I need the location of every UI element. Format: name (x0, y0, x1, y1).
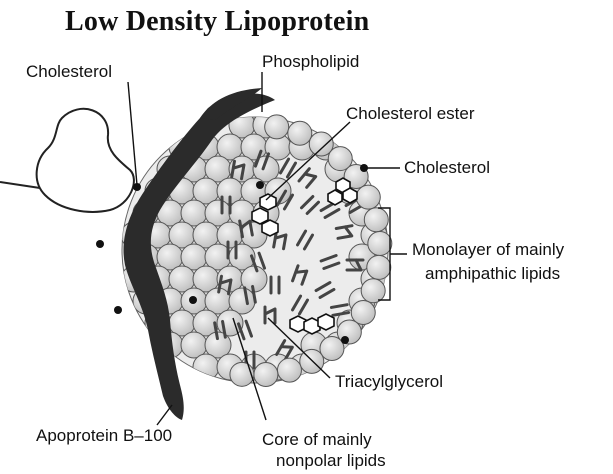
phospholipid-head (368, 231, 392, 255)
phospholipid-head (277, 358, 301, 382)
label-core-line2: nonpolar lipids (276, 451, 386, 471)
phospholipid-head (367, 255, 391, 279)
label-monolayer-line1: Monolayer of mainly (412, 240, 564, 260)
label-apoprotein: Apoprotein B–100 (36, 426, 172, 446)
phospholipid-head (265, 115, 289, 139)
receptor-stalk (0, 182, 40, 188)
label-cholesterol-ester: Cholesterol ester (346, 104, 475, 124)
leader-apoprotein (157, 405, 172, 425)
phospholipid-head (193, 354, 219, 380)
phospholipid-head (320, 337, 344, 361)
phospholipid-head (356, 185, 380, 209)
label-core-line1: Core of mainly (262, 430, 372, 450)
receptor-blob (37, 109, 134, 212)
label-cholesterol-right: Cholesterol (404, 158, 490, 178)
phospholipid-head (230, 362, 254, 386)
label-cholesterol-left: Cholesterol (26, 62, 112, 82)
phospholipid-head (364, 208, 388, 232)
label-monolayer-line2: amphipathic lipids (425, 264, 560, 284)
label-triacylglycerol: Triacylglycerol (335, 372, 443, 392)
label-phospholipid: Phospholipid (262, 52, 359, 72)
phospholipid-head (361, 279, 385, 303)
phospholipid-head (254, 363, 278, 387)
phospholipid-head (288, 121, 312, 145)
